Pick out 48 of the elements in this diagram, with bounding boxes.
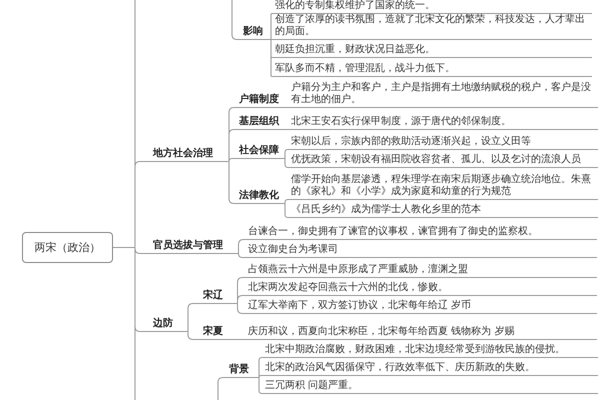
connector-line <box>282 199 288 204</box>
connector-line <box>282 158 288 168</box>
connector-line <box>270 39 272 77</box>
leaf-topic: 辽军大举南下，双方签订协议，北宋每年给辽 岁币 <box>245 300 597 314</box>
branch-topic: 影响 <box>240 26 270 40</box>
connector-line <box>282 149 288 159</box>
connector-line <box>282 129 288 130</box>
branch-topic: 地方社会治理 <box>150 148 222 162</box>
connector-line <box>232 253 246 258</box>
leaf-topic: 北宋王安石实行保甲制度，源于唐代的邻保制度。 <box>288 116 598 130</box>
branch-topic: 宋夏 <box>200 326 230 340</box>
leaf-topic: 北宋两次发起夺回燕云十六州的北伐，惨败。 <box>245 282 597 296</box>
leaf-topic: 北宋的政治风气因循保守，行政效率低下、庆历新政的失败。 <box>262 362 598 376</box>
connector-line <box>282 107 288 108</box>
leaf-topic: 三冗两积 问题严重。 <box>262 380 598 394</box>
branch-topic: 社会保障 <box>236 145 282 159</box>
branch-topic: 宋辽 <box>200 290 230 304</box>
connector-line <box>230 339 246 340</box>
leaf-topic: 军队多而不精，管理混乱，战斗力低下。 <box>272 63 592 77</box>
leaf-topic: 户籍分为主户和客户，主户是指拥有土地缴纳赋税的税户，客户是没有土地的佃户。 <box>288 82 598 108</box>
leaf-topic: 占领燕云十六州是中原形成了严重威胁，澶渊之盟 <box>245 264 597 278</box>
connector-line <box>232 0 240 40</box>
leaf-topic: 北宋中期政治腐败，财政困难，北宋边境经常受到游牧民族的侵扰。 <box>262 344 598 358</box>
branch-topic: 基层组织 <box>236 116 282 130</box>
leaf-topic: 创造了浓厚的读书氛围，造就了北宋文化的繁荣，科技发达，人才辈出的局面。 <box>272 14 592 40</box>
connector-line <box>218 377 226 400</box>
connector-line <box>256 357 262 378</box>
leaf-topic: 朝廷负担沉重，财政状况日益恶化。 <box>272 44 592 58</box>
leaf-topic: 设立御史台为考课司 <box>245 244 597 258</box>
connector-line <box>256 375 262 378</box>
connector-line <box>256 377 262 394</box>
leaf-topic: 《吕氏乡约》成为儒学士人教化乡里的范本 <box>288 204 598 218</box>
branch-topic: 背景 <box>226 364 256 378</box>
connector-line <box>230 303 246 314</box>
leaf-topic: 宋朝以后，宗族内部的救助活动逐渐兴起，设立义田等 <box>288 136 598 150</box>
branch-topic: 户籍制度 <box>236 94 282 108</box>
leaf-topic: 优抚政策，宋朝设有福田院收容贫者、孤儿、以及乞讨的流浪人员 <box>288 154 598 168</box>
branch-topic: 法律教化 <box>236 190 282 204</box>
connector-line <box>112 247 150 332</box>
leaf-topic: 庆历和议，西夏向北宋称臣，北宋每年给西夏 钱物称为 岁赐 <box>245 326 597 340</box>
branch-topic: 边防 <box>150 318 180 332</box>
branch-topic: 官员选拔与管理 <box>150 240 232 254</box>
root-topic-box: 两宋（政治） <box>22 232 113 263</box>
leaf-topic: 台谏合一，御史拥有了谏官的议事权，谏官拥有了御史的监察权。 <box>245 226 597 240</box>
connector-line <box>270 13 272 40</box>
leaf-topic: 儒学开始向基层渗透，程朱理学在南宋后期逐步确立统治地位。朱熹的《家礼》和《小学》成为家庭和幼童的行为规范 <box>288 174 598 200</box>
connector-line <box>180 331 200 340</box>
connector-line <box>282 203 288 218</box>
